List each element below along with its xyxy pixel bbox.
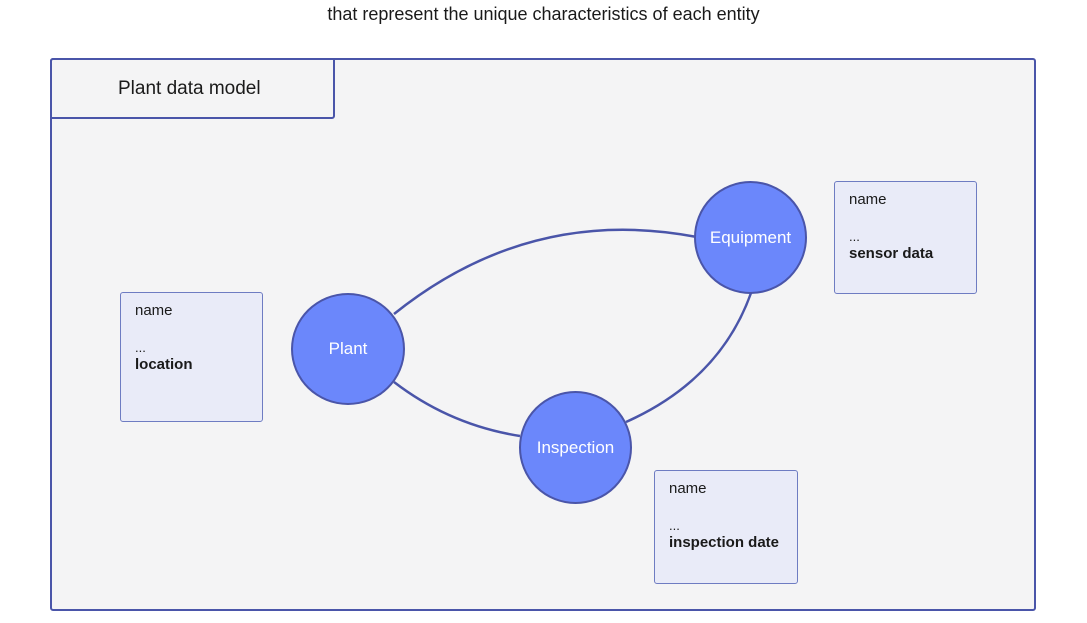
attr-name: name	[849, 191, 887, 208]
diagram-caption: that represent the unique characteristic…	[327, 4, 760, 24]
link-plant-equipment	[393, 228, 698, 315]
link-equipment-inspection	[625, 292, 753, 424]
inspection-attributes-card: name ... inspection date	[654, 470, 798, 584]
attr-ellipsis: ...	[669, 518, 680, 533]
frame-title: Plant data model	[50, 58, 335, 119]
link-plant-inspection	[393, 381, 521, 438]
attr-name: name	[669, 480, 707, 497]
node-inspection-label: Inspection	[536, 437, 615, 457]
attr-name: name	[135, 302, 173, 319]
node-inspection[interactable]: Inspection	[519, 391, 632, 504]
attr-key: inspection date	[669, 534, 780, 551]
attr-ellipsis: ...	[849, 229, 860, 244]
attr-ellipsis: ...	[135, 340, 146, 355]
attr-key: sensor data	[849, 245, 934, 262]
attr-key: location	[135, 356, 193, 373]
node-equipment[interactable]: Equipment	[694, 181, 807, 294]
node-plant[interactable]: Plant	[291, 293, 405, 405]
equipment-attributes-card: name ... sensor data	[834, 181, 977, 294]
node-equipment-label: Equipment	[709, 227, 792, 247]
node-plant-label: Plant	[328, 339, 368, 358]
plant-attributes-card: name ... location	[120, 292, 263, 422]
